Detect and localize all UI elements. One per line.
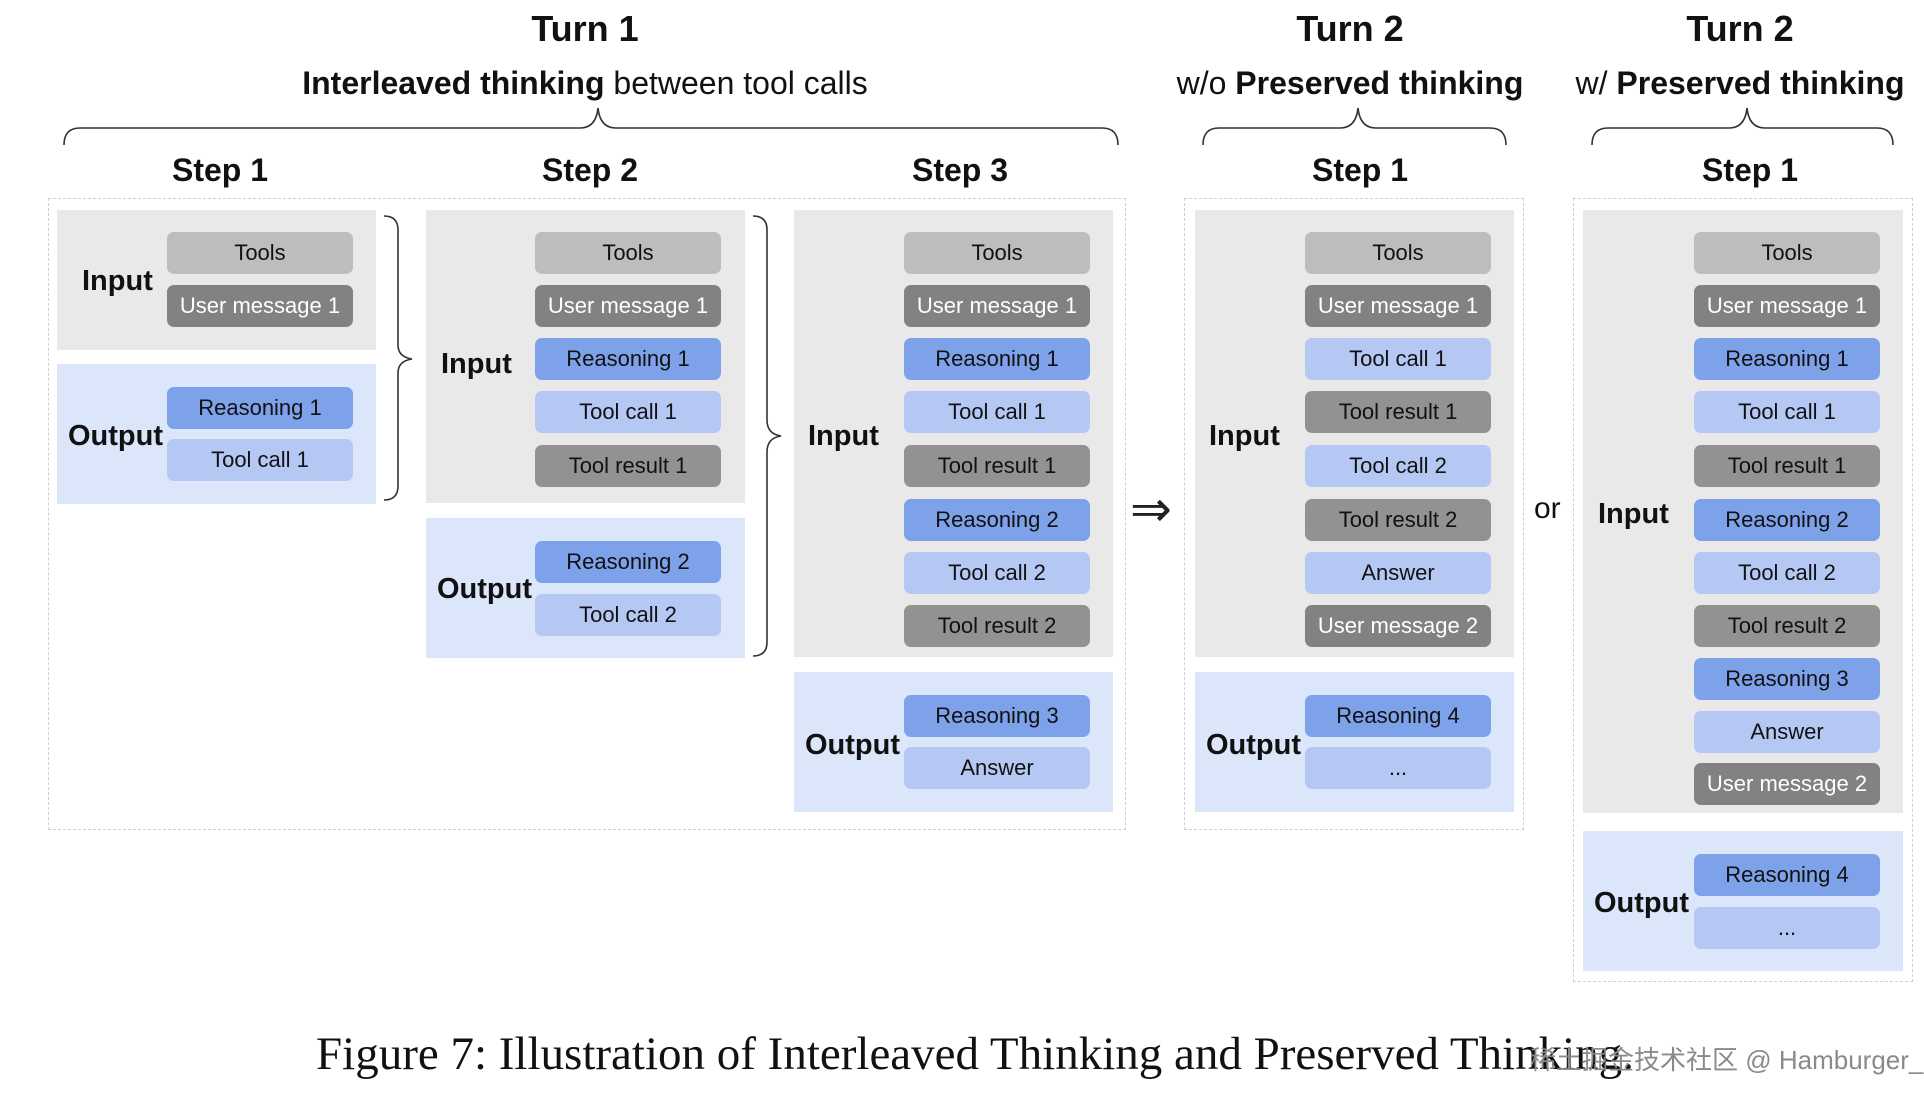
t2wo-in-0: Tools — [1305, 232, 1491, 274]
t1s3-in-4: Tool result 1 — [904, 445, 1090, 487]
turn2-wo-frame — [1184, 198, 1524, 830]
turn2-w-subtitle-prefix: w/ — [1575, 65, 1617, 101]
t1s3-in-3: Tool call 1 — [904, 391, 1090, 433]
turn2-wo-top-brace — [1202, 107, 1507, 146]
t2w-in-2: Reasoning 1 — [1694, 338, 1880, 380]
t2wo-in-3: Tool result 1 — [1305, 391, 1491, 433]
t1s1-input-label: Input — [82, 265, 153, 297]
turn2-w-subtitle-bold: Preserved thinking — [1616, 65, 1905, 101]
turn1-subtitle: Interleaved thinking between tool calls — [300, 65, 870, 102]
t1-step3-title: Step 3 — [911, 152, 1009, 188]
turn2-wo-title: Turn 2 — [1296, 8, 1404, 49]
t2w-out-0: Reasoning 4 — [1694, 854, 1880, 896]
or-text: or — [1534, 492, 1561, 525]
t2wo-in-7: User message 2 — [1305, 605, 1491, 647]
t1s3-in-7: Tool result 2 — [904, 605, 1090, 647]
t1s3-output-label: Output — [805, 729, 901, 761]
t1s3-in-6: Tool call 2 — [904, 552, 1090, 594]
turn2-w-top-brace — [1591, 107, 1894, 146]
t1s2-input-label: Input — [441, 348, 512, 380]
t2w-in-0: Tools — [1694, 232, 1880, 274]
t1-step1-title: Step 1 — [171, 152, 269, 188]
t1s1-in-0: Tools — [167, 232, 353, 274]
turn2-wo-subtitle-bold: Preserved thinking — [1235, 65, 1524, 101]
t1s1-output-label: Output — [68, 420, 164, 452]
t2w-in-7: Tool result 2 — [1694, 605, 1880, 647]
t1s2-in-0: Tools — [535, 232, 721, 274]
t2w-in-3: Tool call 1 — [1694, 391, 1880, 433]
t2w-input-label: Input — [1598, 498, 1669, 530]
turn1-subtitle-bold: Interleaved thinking — [302, 65, 605, 101]
t2w-in-10: User message 2 — [1694, 763, 1880, 805]
t2w-in-4: Tool result 1 — [1694, 445, 1880, 487]
t1s3-in-5: Reasoning 2 — [904, 499, 1090, 541]
t2wo-in-1: User message 1 — [1305, 285, 1491, 327]
figure-caption: Figure 7: Illustration of Interleaved Th… — [316, 1028, 1634, 1080]
t1s3-in-1: User message 1 — [904, 285, 1090, 327]
t2w-in-6: Tool call 2 — [1694, 552, 1880, 594]
t2wo-in-5: Tool result 2 — [1305, 499, 1491, 541]
t2wo-in-4: Tool call 2 — [1305, 445, 1491, 487]
turn1-subtitle-rest: between tool calls — [604, 65, 868, 101]
step2-to-step3-brace — [752, 215, 782, 657]
t1s2-in-1: User message 1 — [535, 285, 721, 327]
t2wo-input-label: Input — [1209, 420, 1280, 452]
t1s1-out-1: Tool call 1 — [167, 439, 353, 481]
t1-step2-title: Step 2 — [541, 152, 639, 188]
turn2-w-subtitle: w/ Preserved thinking — [1565, 65, 1915, 102]
t2w-output-label: Output — [1594, 887, 1690, 919]
t2w-step1-title: Step 1 — [1701, 152, 1799, 188]
t1s2-output-label: Output — [437, 573, 533, 605]
t2wo-step1-title: Step 1 — [1311, 152, 1409, 188]
t1s2-in-2: Reasoning 1 — [535, 338, 721, 380]
turn2-w-title: Turn 2 — [1686, 8, 1794, 49]
turn1-frame — [48, 198, 1126, 830]
turn1-title: Turn 1 — [531, 8, 639, 49]
turn2-w-frame — [1573, 198, 1913, 982]
t1s3-out-1: Answer — [904, 747, 1090, 789]
t1s2-out-0: Reasoning 2 — [535, 541, 721, 583]
t1s2-in-4: Tool result 1 — [535, 445, 721, 487]
t1s3-out-0: Reasoning 3 — [904, 695, 1090, 737]
watermark: 稀土掘金技术社区 @ Hamburger_zzz — [1530, 1045, 1924, 1075]
t1s3-in-0: Tools — [904, 232, 1090, 274]
t2w-out-1: ... — [1694, 907, 1880, 949]
double-arrow-icon: ⇒ — [1130, 481, 1172, 537]
step1-to-step2-brace — [383, 215, 413, 501]
t2wo-output-label: Output — [1206, 729, 1302, 761]
t2wo-out-1: ... — [1305, 747, 1491, 789]
t2w-in-8: Reasoning 3 — [1694, 658, 1880, 700]
t2w-in-5: Reasoning 2 — [1694, 499, 1880, 541]
turn2-wo-subtitle-prefix: w/o — [1176, 65, 1236, 101]
t1s1-in-1: User message 1 — [167, 285, 353, 327]
t1s3-in-2: Reasoning 1 — [904, 338, 1090, 380]
t1s2-in-3: Tool call 1 — [535, 391, 721, 433]
t2w-in-1: User message 1 — [1694, 285, 1880, 327]
t2wo-out-0: Reasoning 4 — [1305, 695, 1491, 737]
turn2-wo-subtitle: w/o Preserved thinking — [1165, 65, 1535, 102]
t1s2-out-1: Tool call 2 — [535, 594, 721, 636]
turn1-top-brace — [63, 107, 1119, 146]
t2w-in-9: Answer — [1694, 711, 1880, 753]
t2wo-in-2: Tool call 1 — [1305, 338, 1491, 380]
t1s3-input-label: Input — [808, 420, 879, 452]
t1s1-out-0: Reasoning 1 — [167, 387, 353, 429]
t2wo-in-6: Answer — [1305, 552, 1491, 594]
